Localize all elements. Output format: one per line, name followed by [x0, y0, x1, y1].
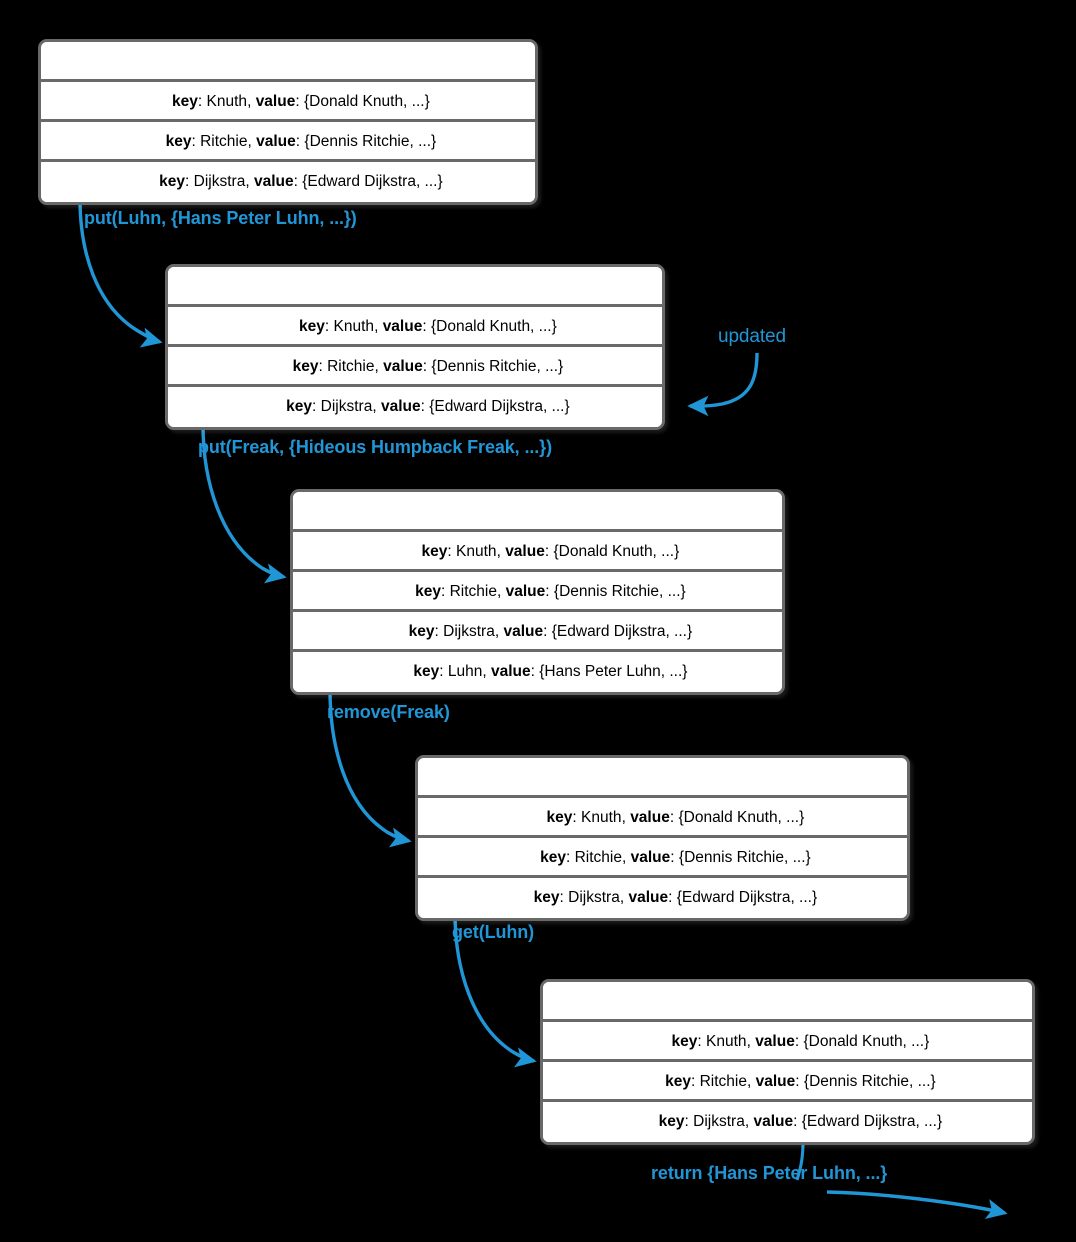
- row-key-label: key: [665, 1073, 691, 1090]
- row-value-label: value: [630, 849, 671, 866]
- row-value-label: value: [755, 1073, 796, 1090]
- operation-label-put-luhn: put(Luhn, {Hans Peter Luhn, ...}): [84, 208, 357, 228]
- row-key-label: key: [292, 358, 319, 375]
- row-value-value: {Donald Knuth, ...}: [678, 809, 805, 826]
- row-key-value: Dijkstra: [693, 1113, 745, 1130]
- table-row: key: Freak, value: {Hideous Humpback Fre…: [293, 652, 782, 692]
- row-value-label: value: [256, 133, 296, 150]
- row-key-value: Dijkstra: [443, 623, 495, 640]
- table-row: key: Luhn, value: {Hans Peter Luhn ...}: [418, 878, 907, 918]
- row-key-value: Knuth: [333, 318, 375, 335]
- row-key-value: Dijkstra: [568, 889, 620, 906]
- row-key-label: key: [165, 133, 192, 150]
- row-value-label: value: [628, 889, 669, 906]
- table-row: key: Dijkstra, value: {Edward Dijkstra, …: [41, 122, 535, 190]
- row-value-label: value: [630, 809, 670, 826]
- row-value-label: value: [753, 1113, 794, 1130]
- row-value-value: {Edward Dijkstra, ...}: [676, 889, 818, 906]
- row-value-label: value: [253, 173, 294, 190]
- row-key-label: key: [546, 809, 573, 826]
- row-value-value: {Donald Knuth, ...}: [430, 318, 557, 335]
- map-state-after-get-luhn: key: Knuth, value: {Donald Knuth, ...} k…: [540, 979, 1035, 1145]
- row-key-value: Knuth: [581, 809, 622, 826]
- operation-label-updated: updated: [718, 326, 786, 347]
- row-key-value: Dijkstra: [320, 398, 373, 415]
- operation-label-return: return {Hans Peter Luhn, ...}: [651, 1163, 888, 1183]
- row-value-value: {Hans Peter Luhn, ...}: [539, 663, 688, 680]
- row-value-label: value: [505, 583, 546, 600]
- table-row: key: Dijkstra, value: {Edward Dijkstra, …: [418, 838, 907, 906]
- row-value-value: {Edward Dijkstra, ...}: [429, 398, 570, 415]
- row-key-value: Ritchie: [200, 133, 248, 150]
- row-key-label: key: [286, 398, 313, 415]
- table-row: key: Ritchie, value: {Dennis Ritchie, ..…: [418, 798, 907, 866]
- row-value-label: value: [505, 543, 545, 560]
- table-row: key: Ritchie, value: {Dennis Ritchie, ..…: [168, 307, 662, 375]
- row-value-value: {Dennis Ritchie, ...}: [553, 583, 686, 600]
- row-value-value: {Dennis Ritchie, ...}: [678, 849, 811, 866]
- row-key-value: Ritchie: [327, 358, 375, 375]
- table-row: key: Dijkstra, value: {Edward Dijkstra, …: [543, 1062, 1032, 1130]
- row-key-label: key: [413, 663, 440, 680]
- row-key-value: Luhn: [447, 663, 483, 680]
- table-row: key: Knuth, value: {Donald Knuth, ...}: [293, 492, 782, 560]
- row-value-value: {Donald Knuth, ...}: [803, 1033, 930, 1050]
- table-row: key: Knuth, value: {Donald Knuth, ...}: [418, 758, 907, 826]
- arrow-return-tail: [826, 1190, 1008, 1220]
- table-row: key: Luhn, value: {Hans Peter Luhn, ...}: [543, 1102, 1032, 1142]
- table-row: key: Knuth, value: {Donald Knuth, ...}: [168, 267, 662, 335]
- map-state-initial: key: Knuth, value: {Donald Knuth, ...} k…: [38, 39, 538, 205]
- table-row: key: Ritchie, value: {Dennis Ritchie, ..…: [41, 82, 535, 150]
- row-value-label: value: [755, 1033, 795, 1050]
- row-value-value: {Dennis Ritchie, ...}: [803, 1073, 936, 1090]
- map-state-after-put-freak: key: Knuth, value: {Donald Knuth, ...} k…: [290, 489, 785, 695]
- row-key-value: Knuth: [456, 543, 497, 560]
- row-value-label: value: [255, 93, 296, 110]
- row-value-label: value: [382, 318, 423, 335]
- row-key-value: Knuth: [706, 1033, 747, 1050]
- arrow-updated: [687, 352, 759, 417]
- row-key-label: key: [299, 318, 325, 335]
- operation-label-put-freak: put(Freak, {Hideous Humpback Freak, ...}…: [198, 437, 552, 457]
- table-row: key: Luhn, value: {Hans Peter Luhn, ...}: [293, 612, 782, 680]
- map-state-after-put-luhn: key: Knuth, value: {Donald Knuth, ...} k…: [165, 264, 665, 430]
- row-value-value: {Edward Dijkstra, ...}: [302, 173, 443, 190]
- row-key-label: key: [533, 889, 560, 906]
- row-value-value: {Edward Dijkstra, ...}: [801, 1113, 943, 1130]
- row-value-value: {Dennis Ritchie, ...}: [304, 133, 437, 150]
- row-key-value: Ritchie: [449, 583, 497, 600]
- row-value-value: {Donald Knuth, ...}: [553, 543, 680, 560]
- row-key-label: key: [415, 583, 441, 600]
- table-row: key: Ritchie, value: {Dennis Ritchie, ..…: [543, 1022, 1032, 1090]
- row-key-label: key: [540, 849, 566, 866]
- table-row: key: Knuth, value: {Donald Knuth, ...}: [41, 42, 535, 110]
- row-key-value: Knuth: [206, 93, 248, 110]
- row-key-value: Dijkstra: [193, 173, 246, 190]
- table-row: key: Luhn, value: {Hans Peter Luhn, ...}: [168, 387, 662, 427]
- row-value-value: {Edward Dijkstra, ...}: [551, 623, 693, 640]
- table-row: key: Knuth, value: {Donald Knuth, ...}: [543, 982, 1032, 1050]
- row-value-value: {Dennis Ritchie, ...}: [431, 358, 564, 375]
- row-key-label: key: [658, 1113, 685, 1130]
- row-key-value: Ritchie: [699, 1073, 747, 1090]
- row-value-label: value: [380, 398, 421, 415]
- row-value-label: value: [503, 623, 544, 640]
- map-state-after-remove-freak: key: Knuth, value: {Donald Knuth, ...} k…: [415, 755, 910, 921]
- operation-label-remove-freak: remove(Freak): [327, 702, 450, 722]
- row-value-label: value: [383, 358, 423, 375]
- table-row: key: Dijkstra, value: {Edward Dijkstra, …: [293, 572, 782, 640]
- table-row: key: Luhn, value: {Hans Luhn, ...}: [41, 162, 535, 202]
- row-value-label: value: [490, 663, 531, 680]
- operation-label-get-luhn: get(Luhn): [452, 922, 535, 942]
- row-key-label: key: [421, 543, 448, 560]
- row-value-value: {Donald Knuth, ...}: [303, 93, 430, 110]
- row-key-value: Ritchie: [574, 849, 622, 866]
- row-key-label: key: [172, 93, 198, 110]
- row-key-label: key: [408, 623, 435, 640]
- table-row: key: Ritchie, value: {Dennis Ritchie, ..…: [293, 532, 782, 600]
- row-key-label: key: [671, 1033, 698, 1050]
- table-row: key: Dijkstra, value: {Edward Dijkstra, …: [168, 347, 662, 415]
- row-key-label: key: [159, 173, 186, 190]
